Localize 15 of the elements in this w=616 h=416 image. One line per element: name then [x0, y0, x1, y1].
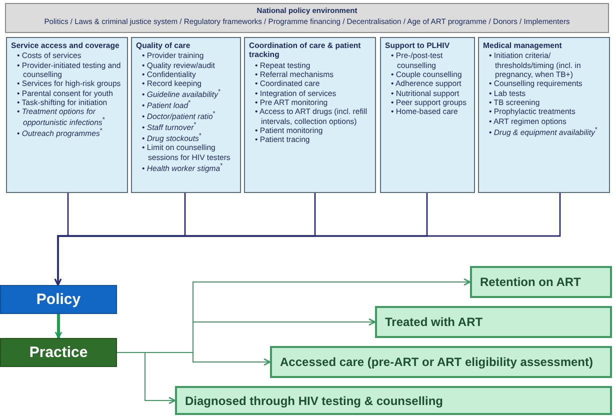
stage-box: Practice [0, 338, 117, 367]
policy-environment-box [5, 3, 609, 33]
category-box [131, 37, 241, 193]
stage-box: Policy [0, 285, 117, 314]
category-box [380, 37, 475, 193]
category-box [478, 37, 610, 193]
connector-arrow [116, 352, 176, 404]
outcome-box: Treated with ART [375, 306, 612, 338]
outcome-box: Retention on ART [470, 266, 612, 298]
category-box [244, 37, 376, 193]
outcome-box: Diagnosed through HIV testing & counselling [175, 386, 612, 415]
outcome-box: Accessed care (pre-ART or ART eligibility assessment) [270, 346, 612, 378]
category-box [6, 37, 128, 193]
connector-arrow [54, 193, 561, 286]
connector-arrow [54, 314, 62, 339]
